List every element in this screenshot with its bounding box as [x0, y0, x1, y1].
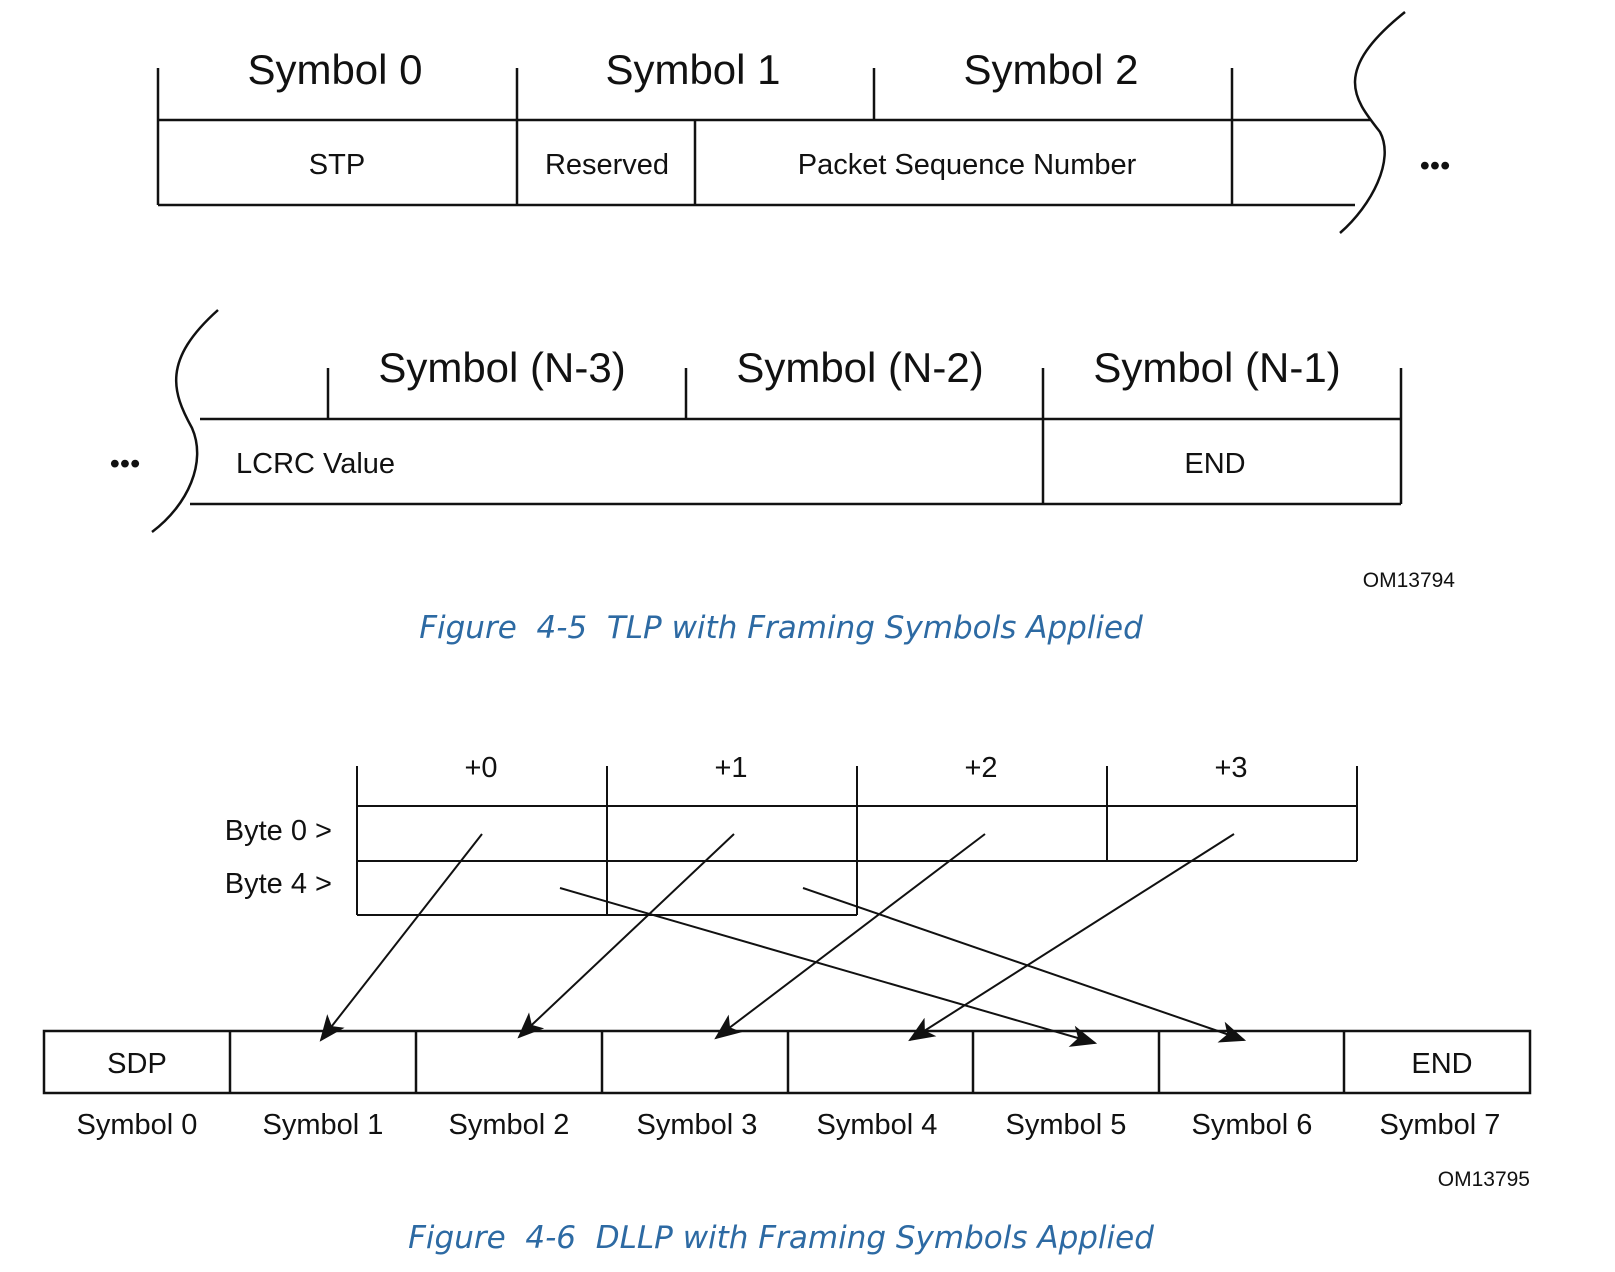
arrow-byte0-to-symbol1: [319, 833, 483, 1042]
dllp-symbol-1-label: Symbol 1: [263, 1109, 384, 1141]
arrow-byte5-to-symbol6: [802, 887, 1247, 1043]
dllp-symbol-row: SDP END Symbol 0 Symbol 1 Symbol 2 Symbo…: [42, 1029, 1532, 1141]
tlp-figure: Symbol 0 Symbol 1 Symbol 2 STP Reserved …: [110, 11, 1456, 646]
dllp-figure-id: OM13795: [1438, 1168, 1530, 1191]
dllp-symbol-4-label: Symbol 4: [817, 1109, 938, 1141]
tlp-top-row: Symbol 0 Symbol 1 Symbol 2 STP Reserved …: [156, 11, 1450, 234]
arrow-byte4-to-symbol5: [559, 887, 1098, 1047]
dllp-end-field: END: [1411, 1048, 1472, 1080]
arrow-byte3-to-symbol4: [908, 833, 1235, 1042]
tlp-figure-caption: Figure 4-5 TLP with Framing Symbols Appl…: [419, 610, 1143, 646]
dllp-symbol-3-label: Symbol 3: [637, 1109, 758, 1141]
byte-row-0-label: Byte 0 >: [225, 815, 332, 847]
tlp-figure-id: OM13794: [1363, 569, 1456, 592]
sdp-field: SDP: [107, 1048, 167, 1080]
byte-offset-0: +0: [464, 752, 497, 784]
arrow-byte2-to-symbol3: [714, 833, 986, 1040]
lcrc-value-field: LCRC Value: [236, 448, 395, 480]
tlp-symbol-0-label: Symbol 0: [247, 46, 422, 93]
byte-offset-2: +2: [964, 752, 997, 784]
dllp-symbol-5-label: Symbol 5: [1006, 1109, 1127, 1141]
dllp-figure-caption: Figure 4-6 DLLP with Framing Symbols App…: [408, 1220, 1154, 1256]
tlp-symbol-n1-label: Symbol (N-1): [1093, 344, 1340, 391]
dllp-symbol-2-label: Symbol 2: [449, 1109, 570, 1141]
ellipsis-right: •••: [1420, 150, 1450, 182]
reserved-field: Reserved: [545, 149, 669, 181]
stp-field: STP: [309, 149, 365, 181]
packet-sequence-number-field: Packet Sequence Number: [798, 149, 1137, 181]
end-field: END: [1184, 448, 1245, 480]
tlp-symbol-1-label: Symbol 1: [605, 46, 780, 93]
tlp-bottom-row: Symbol (N-3) Symbol (N-2) Symbol (N-1) •…: [110, 309, 1403, 533]
dllp-byte-grid: +0 +1 +2 +3 Byte 0 > Byte 4 >: [225, 752, 1358, 916]
ellipsis-left: •••: [110, 448, 140, 480]
tlp-symbol-n2-label: Symbol (N-2): [736, 344, 983, 391]
dllp-figure: +0 +1 +2 +3 Byte 0 > Byte 4 >: [42, 752, 1532, 1256]
dllp-symbol-7-label: Symbol 7: [1380, 1109, 1501, 1141]
byte-row-4-label: Byte 4 >: [225, 868, 332, 900]
tlp-symbol-n3-label: Symbol (N-3): [378, 344, 625, 391]
dllp-symbol-6-label: Symbol 6: [1192, 1109, 1313, 1141]
dllp-symbol-0-label: Symbol 0: [77, 1109, 198, 1141]
byte-offset-1: +1: [714, 752, 747, 784]
byte-to-symbol-arrows: [319, 833, 1247, 1047]
arrow-byte1-to-symbol2: [517, 833, 735, 1039]
byte-offset-3: +3: [1214, 752, 1247, 784]
tlp-symbol-2-label: Symbol 2: [963, 46, 1138, 93]
